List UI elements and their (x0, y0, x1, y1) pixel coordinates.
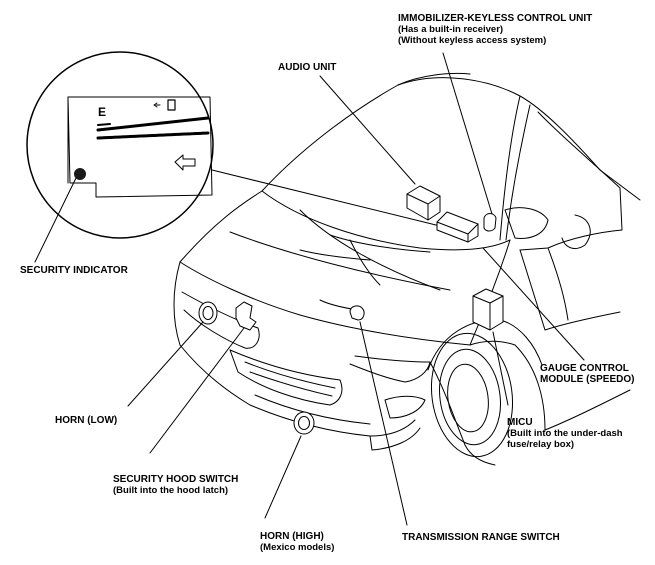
label-gauge-control-module: GAUGE CONTROL MODULE (SPEEDO) (540, 363, 635, 385)
label-horn-low: HORN (LOW) (55, 415, 118, 426)
security-indicator-dot (74, 168, 86, 180)
horn-high-component (293, 411, 315, 435)
leader-lines (34, 52, 585, 526)
label-audio-unit: AUDIO UNIT (278, 62, 337, 73)
car-body (173, 72, 641, 466)
gauge-inset (26, 51, 441, 239)
label-transmission-range-switch: TRANSMISSION RANGE SWITCH (402, 532, 560, 543)
fuel-pump-icon (167, 99, 176, 111)
label-security-hood-switch: SECURITY HOOD SWITCH (Built into the hoo… (113, 474, 239, 496)
label-micu: MICU (Built into the under-dash fuse/rel… (507, 417, 623, 450)
label-immobilizer: IMMOBILIZER-KEYLESS CONTROL UNIT (Has a … (398, 13, 593, 46)
label-security-indicator: SECURITY INDICATOR (20, 265, 128, 276)
security-hood-switch-component (235, 301, 257, 331)
audio-unit-component (406, 185, 441, 221)
transmission-range-switch-component (349, 305, 365, 321)
horn-low-component (198, 301, 218, 325)
micu-component (472, 288, 504, 331)
gauge-control-module-component (436, 211, 479, 243)
arrow-left-icon (174, 154, 196, 171)
fuel-empty-letter: E (98, 105, 106, 119)
immobilizer-unit-component (483, 213, 497, 232)
label-horn-high: HORN (HIGH) (Mexico models) (260, 531, 335, 553)
